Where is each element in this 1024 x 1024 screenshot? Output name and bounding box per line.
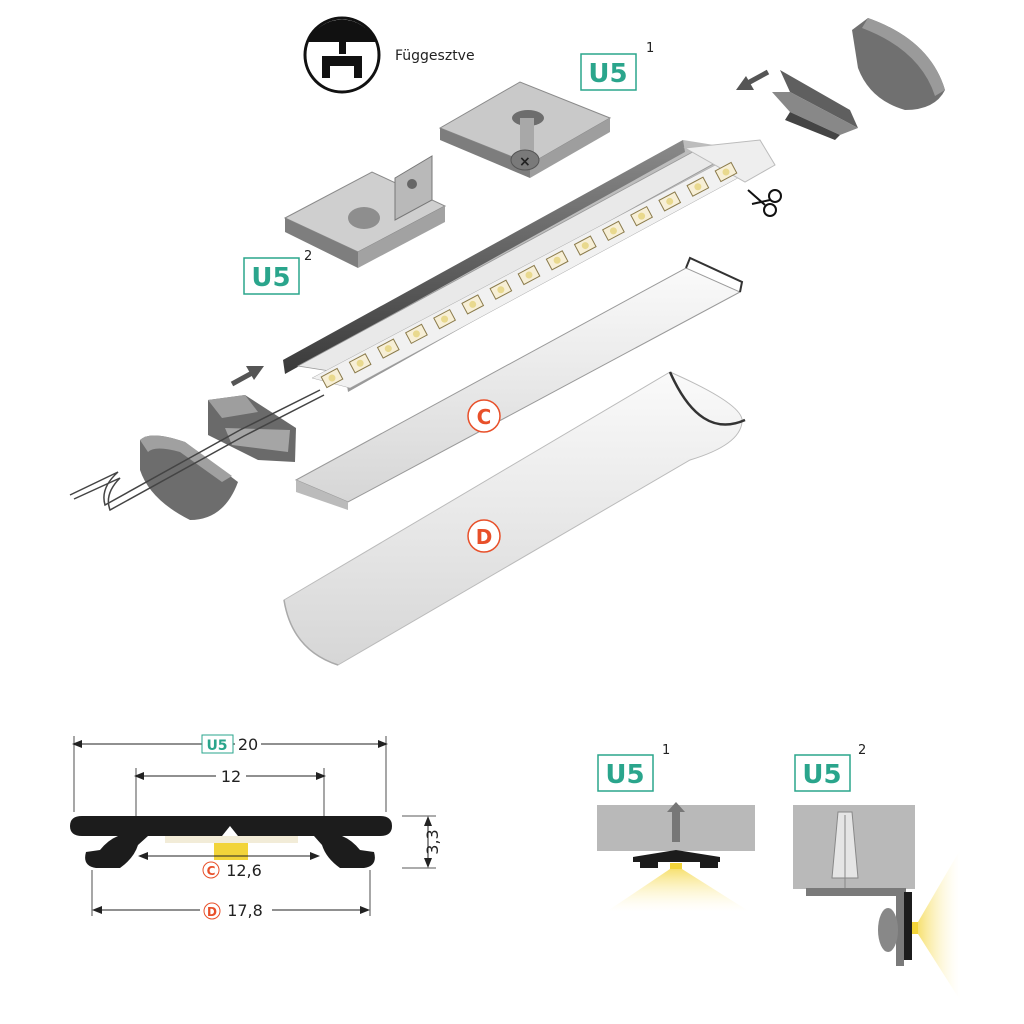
svg-text:12,6: 12,6 bbox=[226, 861, 262, 880]
led-chip bbox=[630, 205, 654, 227]
mounting-clip-2 bbox=[283, 155, 447, 268]
svg-text:2: 2 bbox=[858, 743, 866, 758]
svg-text:3,3: 3,3 bbox=[423, 829, 442, 854]
code-circle-d: D bbox=[467, 519, 501, 553]
svg-text:1: 1 bbox=[646, 41, 654, 56]
led-chip bbox=[573, 235, 597, 256]
svg-text:2: 2 bbox=[304, 249, 312, 264]
end-cap-flat-left bbox=[208, 395, 296, 462]
led-chip bbox=[545, 250, 569, 271]
suspended-mount-icon bbox=[303, 16, 381, 94]
svg-text:1: 1 bbox=[662, 743, 670, 758]
svg-text:U5: U5 bbox=[605, 760, 644, 790]
insert-arrow-right-icon bbox=[230, 366, 264, 387]
cross-section-drawing: U5 20 12 3,3 C 12,6 bbox=[70, 734, 442, 920]
led-chip bbox=[686, 176, 710, 197]
mounting-clip-1: × bbox=[438, 81, 612, 178]
svg-text:D: D bbox=[476, 525, 493, 549]
end-cap-round-left bbox=[140, 435, 238, 520]
led-profile-u5 bbox=[283, 139, 776, 392]
svg-text:×: × bbox=[519, 154, 531, 170]
led-chip bbox=[489, 279, 513, 300]
installation-example-1: U5 1 bbox=[597, 743, 755, 912]
power-cable bbox=[69, 389, 325, 512]
svg-text:U5: U5 bbox=[251, 263, 290, 293]
code-circle-c: C bbox=[467, 399, 501, 433]
led-chip bbox=[517, 264, 541, 286]
led-chip bbox=[404, 323, 428, 345]
led-chip bbox=[376, 338, 400, 359]
end-cap-flat-right bbox=[772, 70, 858, 140]
diffuser-d bbox=[283, 371, 746, 666]
diffuser-c bbox=[294, 256, 744, 510]
end-cap-round-right bbox=[852, 18, 945, 110]
led-chip bbox=[433, 308, 457, 330]
led-chip bbox=[461, 294, 485, 315]
svg-text:17,8: 17,8 bbox=[227, 901, 263, 920]
led-chip bbox=[658, 191, 682, 212]
led-strip bbox=[320, 161, 738, 389]
svg-text:U5: U5 bbox=[802, 760, 841, 790]
svg-text:U5: U5 bbox=[206, 738, 227, 754]
svg-text:C: C bbox=[477, 405, 492, 429]
code-badge-u5-2: U5 2 bbox=[243, 249, 312, 295]
insert-arrow-left-icon bbox=[736, 69, 770, 90]
led-chip bbox=[348, 353, 372, 374]
mount-type-label: Függesztve bbox=[395, 48, 475, 64]
led-chip bbox=[714, 161, 738, 183]
code-badge-u5-1: U5 1 bbox=[580, 41, 654, 91]
svg-text:20: 20 bbox=[238, 735, 258, 754]
installation-example-2: U5 2 bbox=[793, 743, 960, 1000]
svg-text:U5: U5 bbox=[588, 59, 627, 89]
svg-text:C: C bbox=[207, 864, 216, 878]
led-chip bbox=[601, 220, 625, 242]
svg-text:12: 12 bbox=[221, 767, 241, 786]
led-chip bbox=[320, 367, 344, 389]
scissors-icon bbox=[747, 189, 782, 217]
svg-text:D: D bbox=[207, 905, 217, 919]
